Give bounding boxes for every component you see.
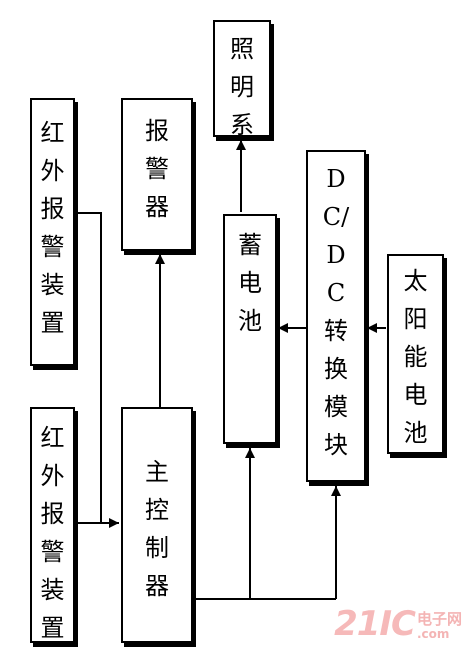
label-char: 装 bbox=[40, 271, 65, 299]
label-char: 装 bbox=[40, 576, 65, 604]
label-char: 报 bbox=[145, 117, 169, 145]
watermark-logo: 21IC 电子网 .com bbox=[334, 607, 462, 641]
label-char: 控 bbox=[145, 496, 169, 524]
label-char: 器 bbox=[145, 193, 169, 221]
label-char: 阳 bbox=[403, 305, 428, 333]
label-char: 外 bbox=[40, 462, 65, 490]
label-char: 红 bbox=[40, 119, 65, 147]
battery-box: 蓄电池 bbox=[223, 214, 277, 444]
controller-label: 主控制器 bbox=[123, 453, 191, 605]
ir-alarm-device-bottom: 红外报警装置 bbox=[30, 407, 75, 643]
label-char: 警 bbox=[40, 538, 65, 566]
alarm-label: 报警器 bbox=[123, 112, 191, 226]
label-char: 池 bbox=[403, 419, 428, 447]
label-char: 转 bbox=[324, 317, 348, 345]
label-char: 能 bbox=[403, 343, 428, 371]
label-char: 置 bbox=[40, 614, 65, 642]
label-char: 主 bbox=[145, 458, 169, 486]
label-char: 置 bbox=[40, 309, 65, 337]
label-char: C bbox=[326, 279, 346, 307]
watermark-cn: 电子网 bbox=[416, 610, 462, 628]
label-char: 报 bbox=[40, 195, 65, 223]
ir-alarm-device-top: 红外报警装置 bbox=[30, 98, 75, 366]
label-char: 块 bbox=[324, 431, 348, 459]
label-char: 系 bbox=[230, 111, 254, 139]
label-char: 换 bbox=[324, 355, 348, 383]
ir-alarm-top-label: 红外报警装置 bbox=[32, 114, 73, 342]
ir-alarm-bottom-label: 红外报警装置 bbox=[32, 419, 73, 647]
label-char: 蓄 bbox=[238, 231, 262, 259]
label-char: 电 bbox=[238, 269, 262, 297]
battery-label: 蓄电池 bbox=[225, 226, 275, 340]
label-char: 外 bbox=[40, 157, 65, 185]
label-char: 明 bbox=[230, 73, 254, 101]
label-char: 照 bbox=[230, 35, 254, 63]
label-char: D bbox=[326, 165, 346, 193]
label-char: 红 bbox=[40, 424, 65, 452]
label-char: 警 bbox=[40, 233, 65, 261]
label-char: 太 bbox=[403, 267, 428, 295]
lighting-label: 照明系 bbox=[215, 30, 269, 144]
label-char: 报 bbox=[40, 500, 65, 528]
label-char: 器 bbox=[145, 572, 169, 600]
label-char: 电 bbox=[403, 381, 428, 409]
lighting-system-box: 照明系 bbox=[213, 20, 271, 139]
watermark-number: 21IC bbox=[334, 604, 416, 644]
alarm-box: 报警器 bbox=[121, 98, 193, 251]
label-char: C/ bbox=[322, 203, 350, 231]
main-controller-box: 主控制器 bbox=[121, 407, 193, 643]
label-char: 警 bbox=[145, 155, 169, 183]
solar-label: 太阳能电池 bbox=[389, 262, 442, 452]
arrow-ir-top-to-controller bbox=[75, 212, 119, 528]
label-char: 模 bbox=[324, 393, 348, 421]
label-char: D bbox=[326, 241, 346, 269]
solar-cell-box: 太阳能电池 bbox=[387, 254, 444, 454]
watermark-com: .com bbox=[416, 627, 450, 641]
label-char: 池 bbox=[238, 307, 262, 335]
label-char: 制 bbox=[145, 534, 169, 562]
